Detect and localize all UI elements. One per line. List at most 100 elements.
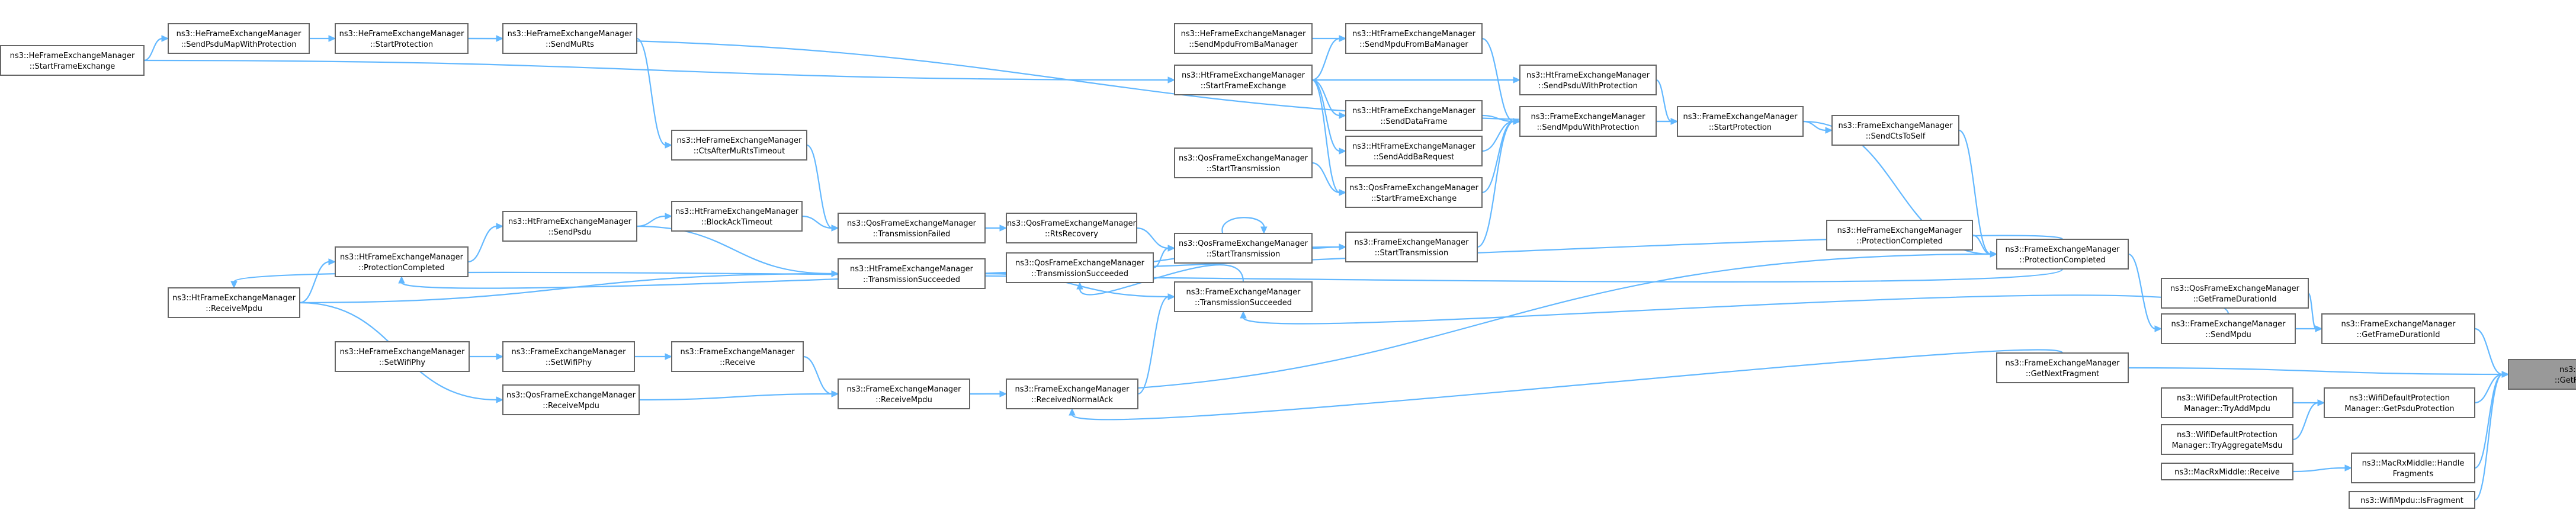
node-box bbox=[671, 341, 804, 372]
edge-qos_st-to-qos_st bbox=[1221, 217, 1268, 235]
node-ht_pc[interactable]: ns3::HtFrameExchangeManager::ProtectionC… bbox=[335, 246, 469, 277]
node-label-line: ::StartTransmission bbox=[1207, 250, 1281, 259]
edge-qos_getfdi-to-fem_getfdi bbox=[2307, 292, 2323, 332]
node-wdp_tam2[interactable]: ns3::WifiDefaultProtectionManager::TryAg… bbox=[2161, 424, 2293, 455]
node-he_spmwp[interactable]: ns3::HeFrameExchangeManager::SendPsduMap… bbox=[168, 23, 310, 54]
node-box bbox=[2161, 278, 2309, 309]
node-ht_bat[interactable]: ns3::HtFrameExchangeManager::BlockAckTim… bbox=[671, 201, 803, 232]
node-label-line: ns3::QosFrameExchangeManager bbox=[847, 219, 977, 228]
node-box bbox=[1345, 136, 1483, 166]
edge-mrm_hf-to-root bbox=[2474, 371, 2510, 469]
node-label-line: ::GetFrameDurationId bbox=[2357, 331, 2440, 339]
node-label-line: ns3::HeFrameExchangeManager bbox=[1837, 226, 1962, 235]
edge-fem_receive-to-fem_rm bbox=[803, 355, 839, 397]
node-qos_rr[interactable]: ns3::QosFrameExchangeManager::RtsRecover… bbox=[1006, 213, 1137, 243]
node-label-line: ::SendPsduMapWithProtection bbox=[181, 40, 296, 49]
node-wdp_gpp[interactable]: ns3::WifiDefaultProtectionManager::GetPs… bbox=[2324, 387, 2475, 418]
node-fem_getnextfrag[interactable]: ns3::FrameExchangeManager::GetNextFragme… bbox=[1996, 352, 2129, 383]
node-ht_sendabr[interactable]: ns3::HtFrameExchangeManager::SendAddBaRe… bbox=[1345, 136, 1483, 166]
node-qos_st_single[interactable]: ns3::QosFrameExchangeManager::StartTrans… bbox=[1174, 147, 1313, 178]
node-ht_smfbm[interactable]: ns3::HtFrameExchangeManager::SendMpduFro… bbox=[1345, 23, 1483, 54]
node-mrm_rx[interactable]: ns3::MacRxMiddle::Receive bbox=[2161, 463, 2293, 480]
node-box bbox=[1345, 177, 1483, 208]
node-label-line: ::ProtectionCompleted bbox=[2019, 256, 2105, 265]
node-wm_isfrag[interactable]: ns3::WifiMpdu::IsFragment bbox=[2349, 491, 2475, 509]
node-box bbox=[1174, 147, 1313, 178]
node-label-line: ::SetWifiPhy bbox=[546, 358, 592, 367]
node-ht_spwp[interactable]: ns3::HtFrameExchangeManager::SendPsduWit… bbox=[1519, 65, 1657, 95]
edge-ht_sfe-to-qos_sfe bbox=[1311, 79, 1347, 196]
node-he_sfe[interactable]: ns3::HeFrameExchangeManager::StartFrameE… bbox=[0, 45, 145, 76]
edge-ht_sfe-to-ht_spwp bbox=[1312, 76, 1521, 84]
edge-ht_spwp-to-fem_startprot bbox=[1656, 79, 1679, 125]
edge-qos_ts-to-qos_st bbox=[1153, 245, 1176, 269]
node-fem_startprot[interactable]: ns3::FrameExchangeManager::StartProtecti… bbox=[1677, 106, 1804, 137]
node-he_swp[interactable]: ns3::HeFrameExchangeManager::SetWifiPhy bbox=[335, 341, 470, 372]
node-root[interactable]: ns3::WifiMacHeader::GetFragmentNumber bbox=[2508, 359, 2576, 390]
node-fem_sendcts[interactable]: ns3::FrameExchangeManager::SendCtsToSelf bbox=[1831, 115, 1959, 146]
node-fem_rm[interactable]: ns3::FrameExchangeManager::ReceiveMpdu bbox=[838, 379, 970, 409]
node-he_startprot[interactable]: ns3::HeFrameExchangeManager::StartProtec… bbox=[335, 23, 469, 54]
node-label-line: ns3::FrameExchangeManager bbox=[2005, 359, 2120, 368]
node-label-line: ns3::QosFrameExchangeManager bbox=[2170, 284, 2300, 293]
node-qos_tf[interactable]: ns3::QosFrameExchangeManager::Transmissi… bbox=[838, 213, 986, 243]
node-label-line: ns3::HtFrameExchangeManager bbox=[1352, 142, 1476, 151]
node-label-line: ::TransmissionFailed bbox=[873, 230, 950, 239]
node-fem_sendmpdu[interactable]: ns3::FrameExchangeManager::SendMpdu bbox=[2161, 313, 2296, 344]
node-ht_senddf[interactable]: ns3::HtFrameExchangeManager::SendDataFra… bbox=[1345, 100, 1483, 131]
node-label-line: Manager::TryAddMpdu bbox=[2184, 405, 2270, 413]
edge-fem_startprot-to-fem_sendcts bbox=[1802, 120, 1833, 134]
node-box bbox=[671, 201, 803, 232]
node-label-line: Manager::GetPsduProtection bbox=[2344, 405, 2454, 413]
node-ht_rm[interactable]: ns3::HtFrameExchangeManager::ReceiveMpdu bbox=[168, 287, 300, 318]
node-label-line: ns3::QosFrameExchangeManager bbox=[1007, 219, 1137, 228]
node-fem_st[interactable]: ns3::FrameExchangeManager::StartTransmis… bbox=[1345, 232, 1478, 262]
node-label-line: ::TransmissionSucceeded bbox=[1195, 299, 1292, 307]
node-label-line: ::CtsAfterMuRtsTimeout bbox=[694, 147, 785, 156]
node-he_smfbm[interactable]: ns3::HeFrameExchangeManager::SendMpduFro… bbox=[1174, 23, 1313, 54]
node-fem_ts[interactable]: ns3::FrameExchangeManager::TransmissionS… bbox=[1174, 281, 1313, 312]
edge-fem_getfdi-to-root bbox=[2474, 328, 2510, 378]
node-qos_ts[interactable]: ns3::QosFrameExchangeManager::Transmissi… bbox=[1006, 252, 1154, 283]
node-label-line: ns3::FrameExchangeManager bbox=[846, 385, 961, 394]
node-fem_pc[interactable]: ns3::FrameExchangeManager::ProtectionCom… bbox=[1996, 239, 2129, 270]
node-ht_sendpsdu[interactable]: ns3::HtFrameExchangeManager::SendPsdu bbox=[502, 211, 637, 242]
node-box bbox=[2161, 313, 2296, 344]
node-label-line: ns3::HeFrameExchangeManager bbox=[508, 30, 633, 39]
edges-layer bbox=[143, 35, 2510, 501]
node-fem_smwp[interactable]: ns3::FrameExchangeManager::SendMpduWithP… bbox=[1519, 106, 1657, 137]
edge-qos_sfe-to-fem_smwp bbox=[1481, 118, 1521, 194]
node-qos_sfe[interactable]: ns3::QosFrameExchangeManager::StartFrame… bbox=[1345, 177, 1483, 208]
node-label-line: ::TransmissionSucceeded bbox=[1031, 270, 1128, 278]
node-box bbox=[2161, 387, 2293, 418]
edge-ht_sendpsdu-to-ht_ts bbox=[636, 225, 839, 277]
node-label-line: ns3::FrameExchangeManager bbox=[1354, 238, 1469, 247]
node-he_cts[interactable]: ns3::HeFrameExchangeManager::CtsAfterMuR… bbox=[671, 130, 807, 161]
node-label-line: ::StartProtection bbox=[1709, 123, 1772, 132]
node-label-line: ::SendMpduFromBaManager bbox=[1359, 40, 1468, 49]
node-label-line: ns3::HeFrameExchangeManager bbox=[339, 30, 464, 39]
node-qos_getfdi[interactable]: ns3::QosFrameExchangeManager::GetFrameDu… bbox=[2161, 278, 2309, 309]
node-fem_receive[interactable]: ns3::FrameExchangeManager::Receive bbox=[671, 341, 804, 372]
node-box bbox=[2161, 463, 2293, 480]
node-box bbox=[838, 379, 970, 409]
node-label-line: ::StartFrameExchange bbox=[1371, 194, 1457, 203]
node-label-line: ns3::HeFrameExchangeManager bbox=[677, 136, 802, 145]
node-label-line: ns3::HtFrameExchangeManager bbox=[1352, 30, 1476, 39]
node-he_pc[interactable]: ns3::HeFrameExchangeManager::ProtectionC… bbox=[1826, 220, 1973, 251]
node-label-line: ns3::MacRxMiddle::Receive bbox=[2174, 468, 2280, 477]
node-label-line: ::RtsRecovery bbox=[1045, 230, 1098, 239]
node-label-line: ::ProtectionCompleted bbox=[1856, 237, 1942, 246]
node-ht_sfe[interactable]: ns3::HtFrameExchangeManager::StartFrameE… bbox=[1174, 65, 1313, 95]
node-wdp_tam[interactable]: ns3::WifiDefaultProtectionManager::TryAd… bbox=[2161, 387, 2293, 418]
node-qos_st[interactable]: ns3::QosFrameExchangeManager::StartTrans… bbox=[1174, 233, 1313, 264]
node-he_sendmurts[interactable]: ns3::HeFrameExchangeManager::SendMuRts bbox=[502, 23, 637, 54]
node-fem_getfdi[interactable]: ns3::FrameExchangeManager::GetFrameDurat… bbox=[2321, 313, 2475, 344]
node-qos_rm[interactable]: ns3::QosFrameExchangeManager::ReceiveMpd… bbox=[502, 384, 640, 415]
node-label-line: ns3::HeFrameExchangeManager bbox=[1181, 30, 1306, 39]
node-fem_swp[interactable]: ns3::FrameExchangeManager::SetWifiPhy bbox=[502, 341, 635, 372]
node-fem_rna[interactable]: ns3::FrameExchangeManager::ReceivedNorma… bbox=[1006, 379, 1138, 409]
node-label-line: ns3::WifiMpdu::IsFragment bbox=[2360, 496, 2463, 505]
node-ht_ts[interactable]: ns3::HtFrameExchangeManager::Transmissio… bbox=[838, 258, 986, 289]
